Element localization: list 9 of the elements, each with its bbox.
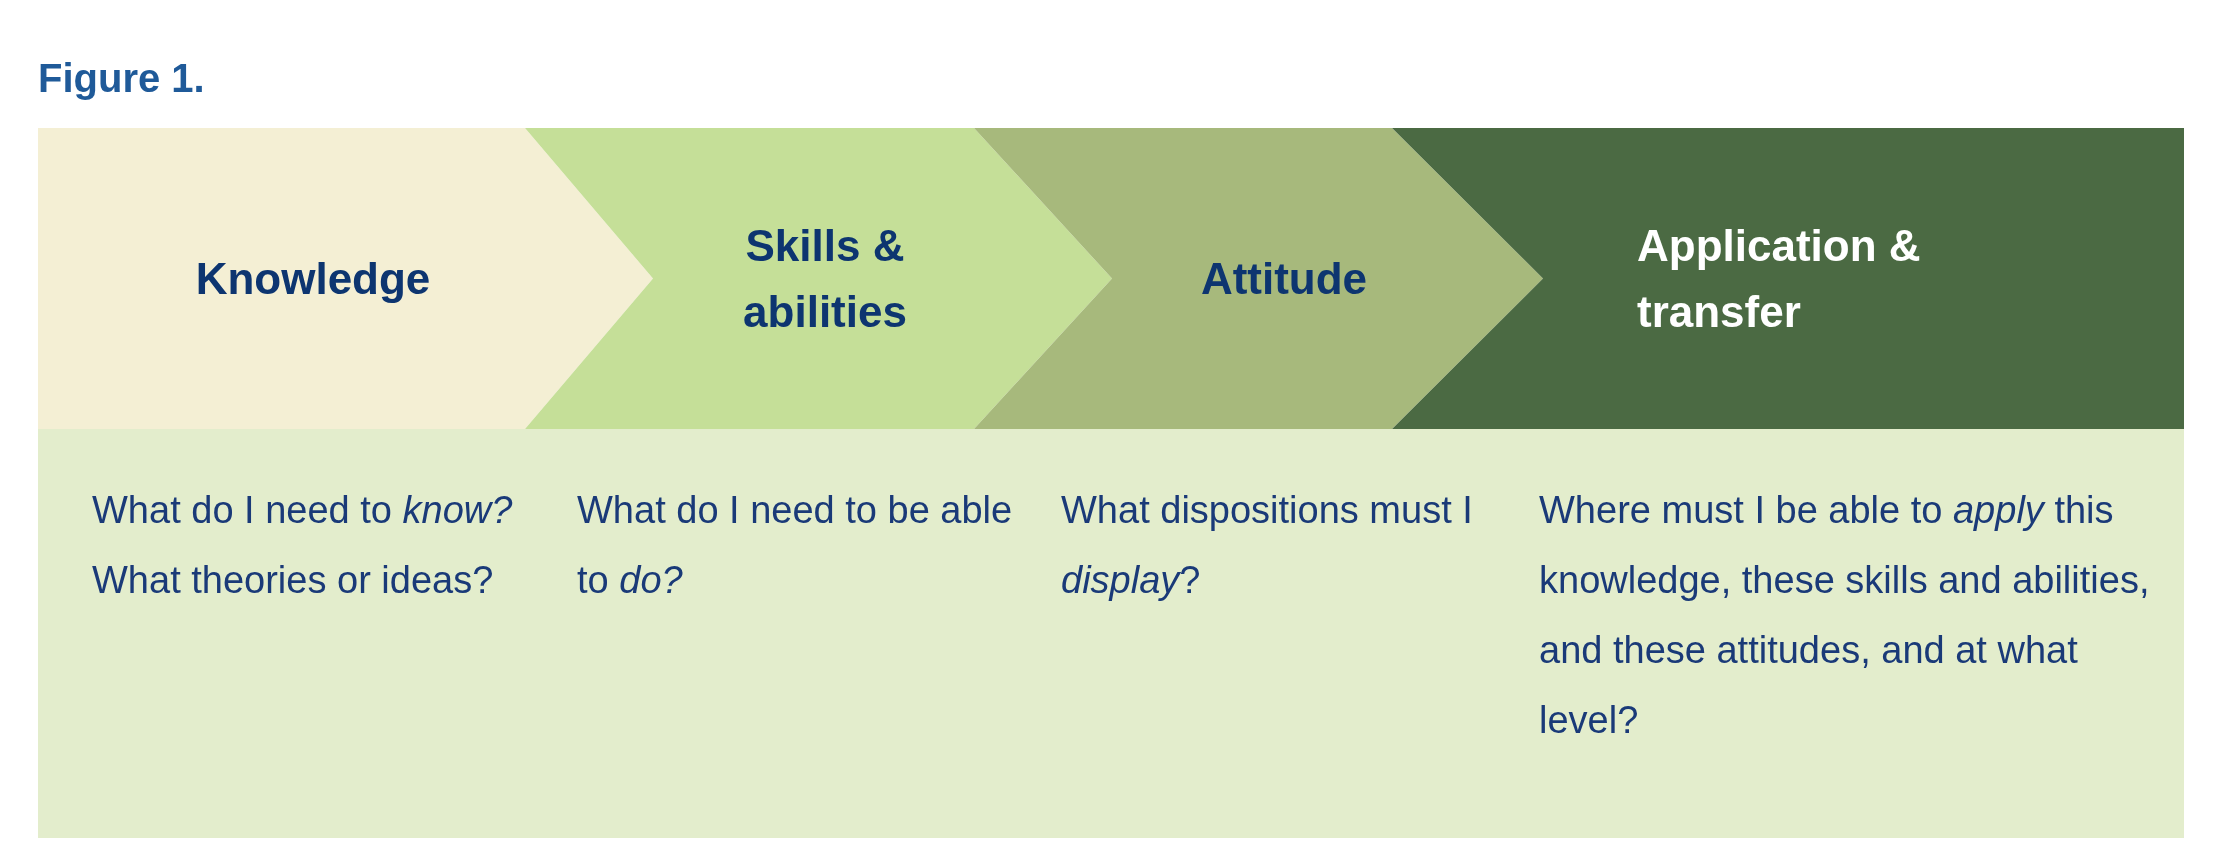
question-text: What do I need to be able to do? <box>577 488 1014 603</box>
question-text: Where must I be able to apply this knowledge, these skills and abilities, and these attitudes, and at what level? <box>1539 488 2151 743</box>
chevron-heading: Application & transfer <box>1637 219 1922 338</box>
question-text: What dispositions must I display? <box>1061 488 1474 603</box>
question-text: What do I need to know? What theories or ideas? <box>92 488 514 603</box>
chevron-heading: Knowledge <box>195 252 431 305</box>
figure-title: Figure 1. <box>38 56 205 101</box>
chevron-heading: Attitude <box>1200 252 1368 305</box>
chevron-heading: Skills & abilities <box>742 219 908 338</box>
